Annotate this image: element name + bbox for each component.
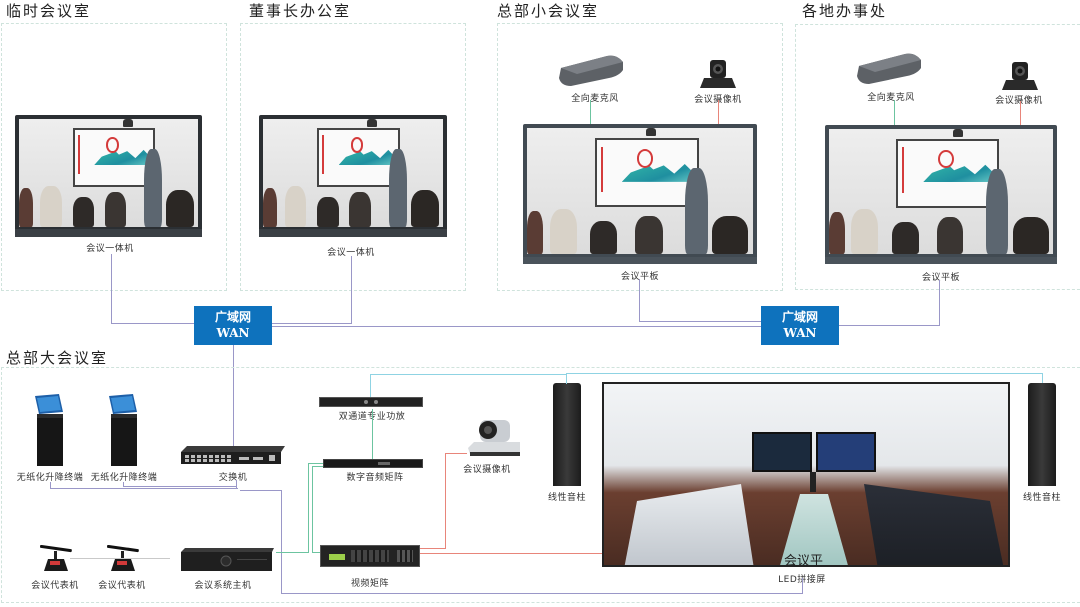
- audio-line: [312, 552, 320, 553]
- network-line: [281, 490, 282, 594]
- mic-link-line: [894, 100, 895, 125]
- speaker-line: [566, 373, 1042, 374]
- label-amplifier: 双通道专业功放: [330, 409, 414, 422]
- camera-link-line: [1020, 101, 1021, 125]
- network-line: [839, 325, 940, 326]
- network-line: [123, 482, 124, 486]
- network-line: [111, 323, 194, 324]
- wan-label-cn: 广域网: [214, 310, 251, 324]
- label-switch: 交换机: [218, 473, 248, 483]
- room-box-hq-small-meeting-room: [497, 23, 783, 291]
- audio-line: [312, 466, 313, 553]
- conference-tablet-display: [825, 125, 1057, 264]
- video-line: [420, 548, 446, 549]
- delegate-microphone-icon: [105, 544, 141, 573]
- wan-label-cn: 广域网: [781, 310, 818, 324]
- network-line: [240, 490, 282, 491]
- ptz-camera-icon: [698, 58, 738, 90]
- network-line: [50, 482, 51, 488]
- label-conference-all-in-one-1: 会议一体机: [86, 244, 134, 254]
- video-line: [445, 453, 467, 454]
- speaker-line: [370, 374, 371, 397]
- network-line: [639, 279, 640, 322]
- conference-system-host-icon: [181, 548, 274, 571]
- line-array-speaker-icon: [553, 383, 581, 486]
- conference-tablet-display: [523, 124, 757, 264]
- network-line: [639, 321, 761, 322]
- network-line: [233, 345, 234, 448]
- delegate-chain-line: [70, 558, 170, 559]
- label-conference-tablet-1: 会议平板: [620, 272, 659, 282]
- wan-node-2: 广域网 WAN: [761, 306, 839, 345]
- label-delegate-unit-2: 会议代表机: [98, 581, 146, 591]
- network-line: [50, 488, 238, 489]
- omnidirectional-mic-icon: [855, 52, 923, 84]
- room-title-temp-meeting-room: 临时会议室: [6, 2, 92, 20]
- network-line: [351, 256, 352, 323]
- network-line: [939, 280, 940, 326]
- speaker-line: [1042, 373, 1043, 383]
- omnidirectional-mic-icon: [557, 54, 625, 86]
- wan-label-en: WAN: [216, 326, 250, 340]
- network-line: [802, 578, 803, 594]
- label-conference-tablet-2: 会议平板: [921, 273, 960, 283]
- dual-channel-amplifier-icon: [319, 397, 423, 407]
- video-matrix-icon: [320, 545, 420, 567]
- label-conference-all-in-one-2: 会议一体机: [327, 248, 375, 258]
- audio-line: [276, 552, 308, 553]
- digital-audio-matrix-icon: [323, 459, 423, 468]
- delegate-microphone-icon: [38, 544, 74, 573]
- video-line: [420, 553, 602, 554]
- speaker-line: [566, 374, 567, 384]
- audio-line: [308, 463, 309, 553]
- network-line: [272, 326, 761, 327]
- room-title-chairman-office: 董事长办公室: [249, 2, 352, 20]
- label-omni-mic-1: 全向麦克风: [571, 94, 619, 104]
- paperless-terminal-icon: [33, 394, 65, 466]
- label-speaker-right: 线性音柱: [1022, 493, 1061, 503]
- network-line: [123, 486, 236, 487]
- label-led-wall: LED拼接屏: [772, 572, 832, 585]
- label-speaker-left: 线性音柱: [547, 493, 586, 503]
- conference-all-in-one-display: [15, 115, 202, 237]
- label-paperless-terminal-1: 无纸化升降终端: [16, 473, 84, 483]
- room-box-branch-offices: [795, 24, 1080, 290]
- video-line: [445, 453, 446, 549]
- wan-node-1: 广域网 WAN: [194, 306, 272, 345]
- network-switch-icon: [181, 446, 285, 464]
- label-camera-2: 会议摄像机: [995, 96, 1043, 106]
- label-omni-mic-2: 全向麦克风: [867, 93, 915, 103]
- led-overlay-text: 会议平: [784, 554, 824, 567]
- room-title-hq-small-meeting-room: 总部小会议室: [497, 2, 600, 20]
- led-video-wall: 会议平: [602, 382, 1010, 567]
- camera-link-line: [718, 100, 719, 124]
- label-paperless-terminal-2: 无纸化升降终端: [90, 473, 158, 483]
- room-box-hq-large-meeting-room: [1, 367, 1080, 603]
- line-array-speaker-icon: [1028, 383, 1056, 486]
- room-box-temp-meeting-room: [1, 23, 227, 291]
- speaker-line: [370, 374, 566, 375]
- conference-all-in-one-display: [259, 115, 447, 237]
- audio-line: [372, 409, 373, 459]
- label-audio-matrix: 数字音频矩阵: [346, 473, 404, 483]
- room-title-hq-large-meeting-room: 总部大会议室: [6, 349, 109, 367]
- label-delegate-unit-1: 会议代表机: [31, 581, 79, 591]
- ptz-camera-icon: [1000, 60, 1040, 92]
- room-box-chairman-office: [240, 23, 466, 291]
- network-line: [272, 323, 352, 324]
- label-camera-1: 会议摄像机: [688, 92, 748, 105]
- ptz-camera-icon: [466, 418, 522, 458]
- network-line: [236, 480, 237, 488]
- network-line: [281, 593, 803, 594]
- label-conference-host: 会议系统主机: [194, 581, 252, 591]
- label-camera-large: 会议摄像机: [463, 465, 511, 475]
- paperless-terminal-icon: [107, 394, 139, 466]
- network-line: [111, 254, 112, 324]
- room-title-branch-offices: 各地办事处: [802, 2, 888, 20]
- audio-line: [308, 463, 323, 464]
- mic-link-line: [590, 100, 591, 124]
- wan-label-en: WAN: [783, 326, 817, 340]
- label-video-matrix: 视频矩阵: [350, 579, 389, 589]
- audio-line: [312, 466, 323, 467]
